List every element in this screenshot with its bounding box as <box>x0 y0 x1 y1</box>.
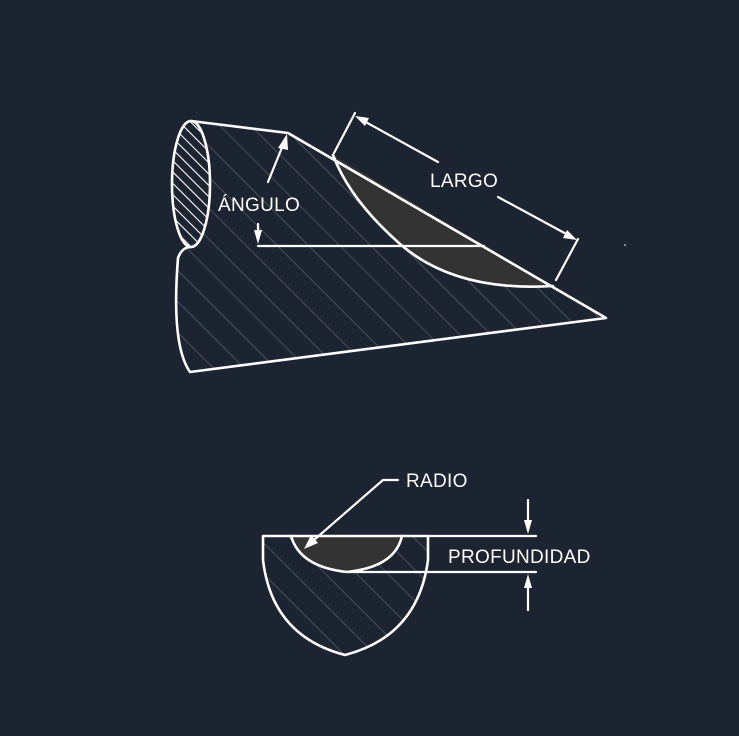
stray-dot <box>624 244 626 246</box>
length-label: LARGO <box>430 171 498 192</box>
base-ellipse-section <box>170 119 212 249</box>
angle-dimension <box>254 134 288 244</box>
depth-label: PROFUNDIDAD <box>448 547 591 568</box>
angle-label: ÁNGULO <box>218 195 300 216</box>
section-body-hatch <box>263 536 428 655</box>
length-dimension <box>332 111 580 282</box>
section-outline <box>261 534 430 657</box>
depth-dimension <box>524 498 532 612</box>
radius-label: RADIO <box>406 471 468 492</box>
section-view: RADIO PROFUNDIDAD <box>261 471 591 657</box>
radius-leader <box>304 478 400 549</box>
cone-view: ÁNGULO LARGO <box>170 111 608 374</box>
section-cut-region <box>291 536 402 572</box>
cone-cut-edge <box>331 153 555 288</box>
cone-outline <box>174 119 608 374</box>
